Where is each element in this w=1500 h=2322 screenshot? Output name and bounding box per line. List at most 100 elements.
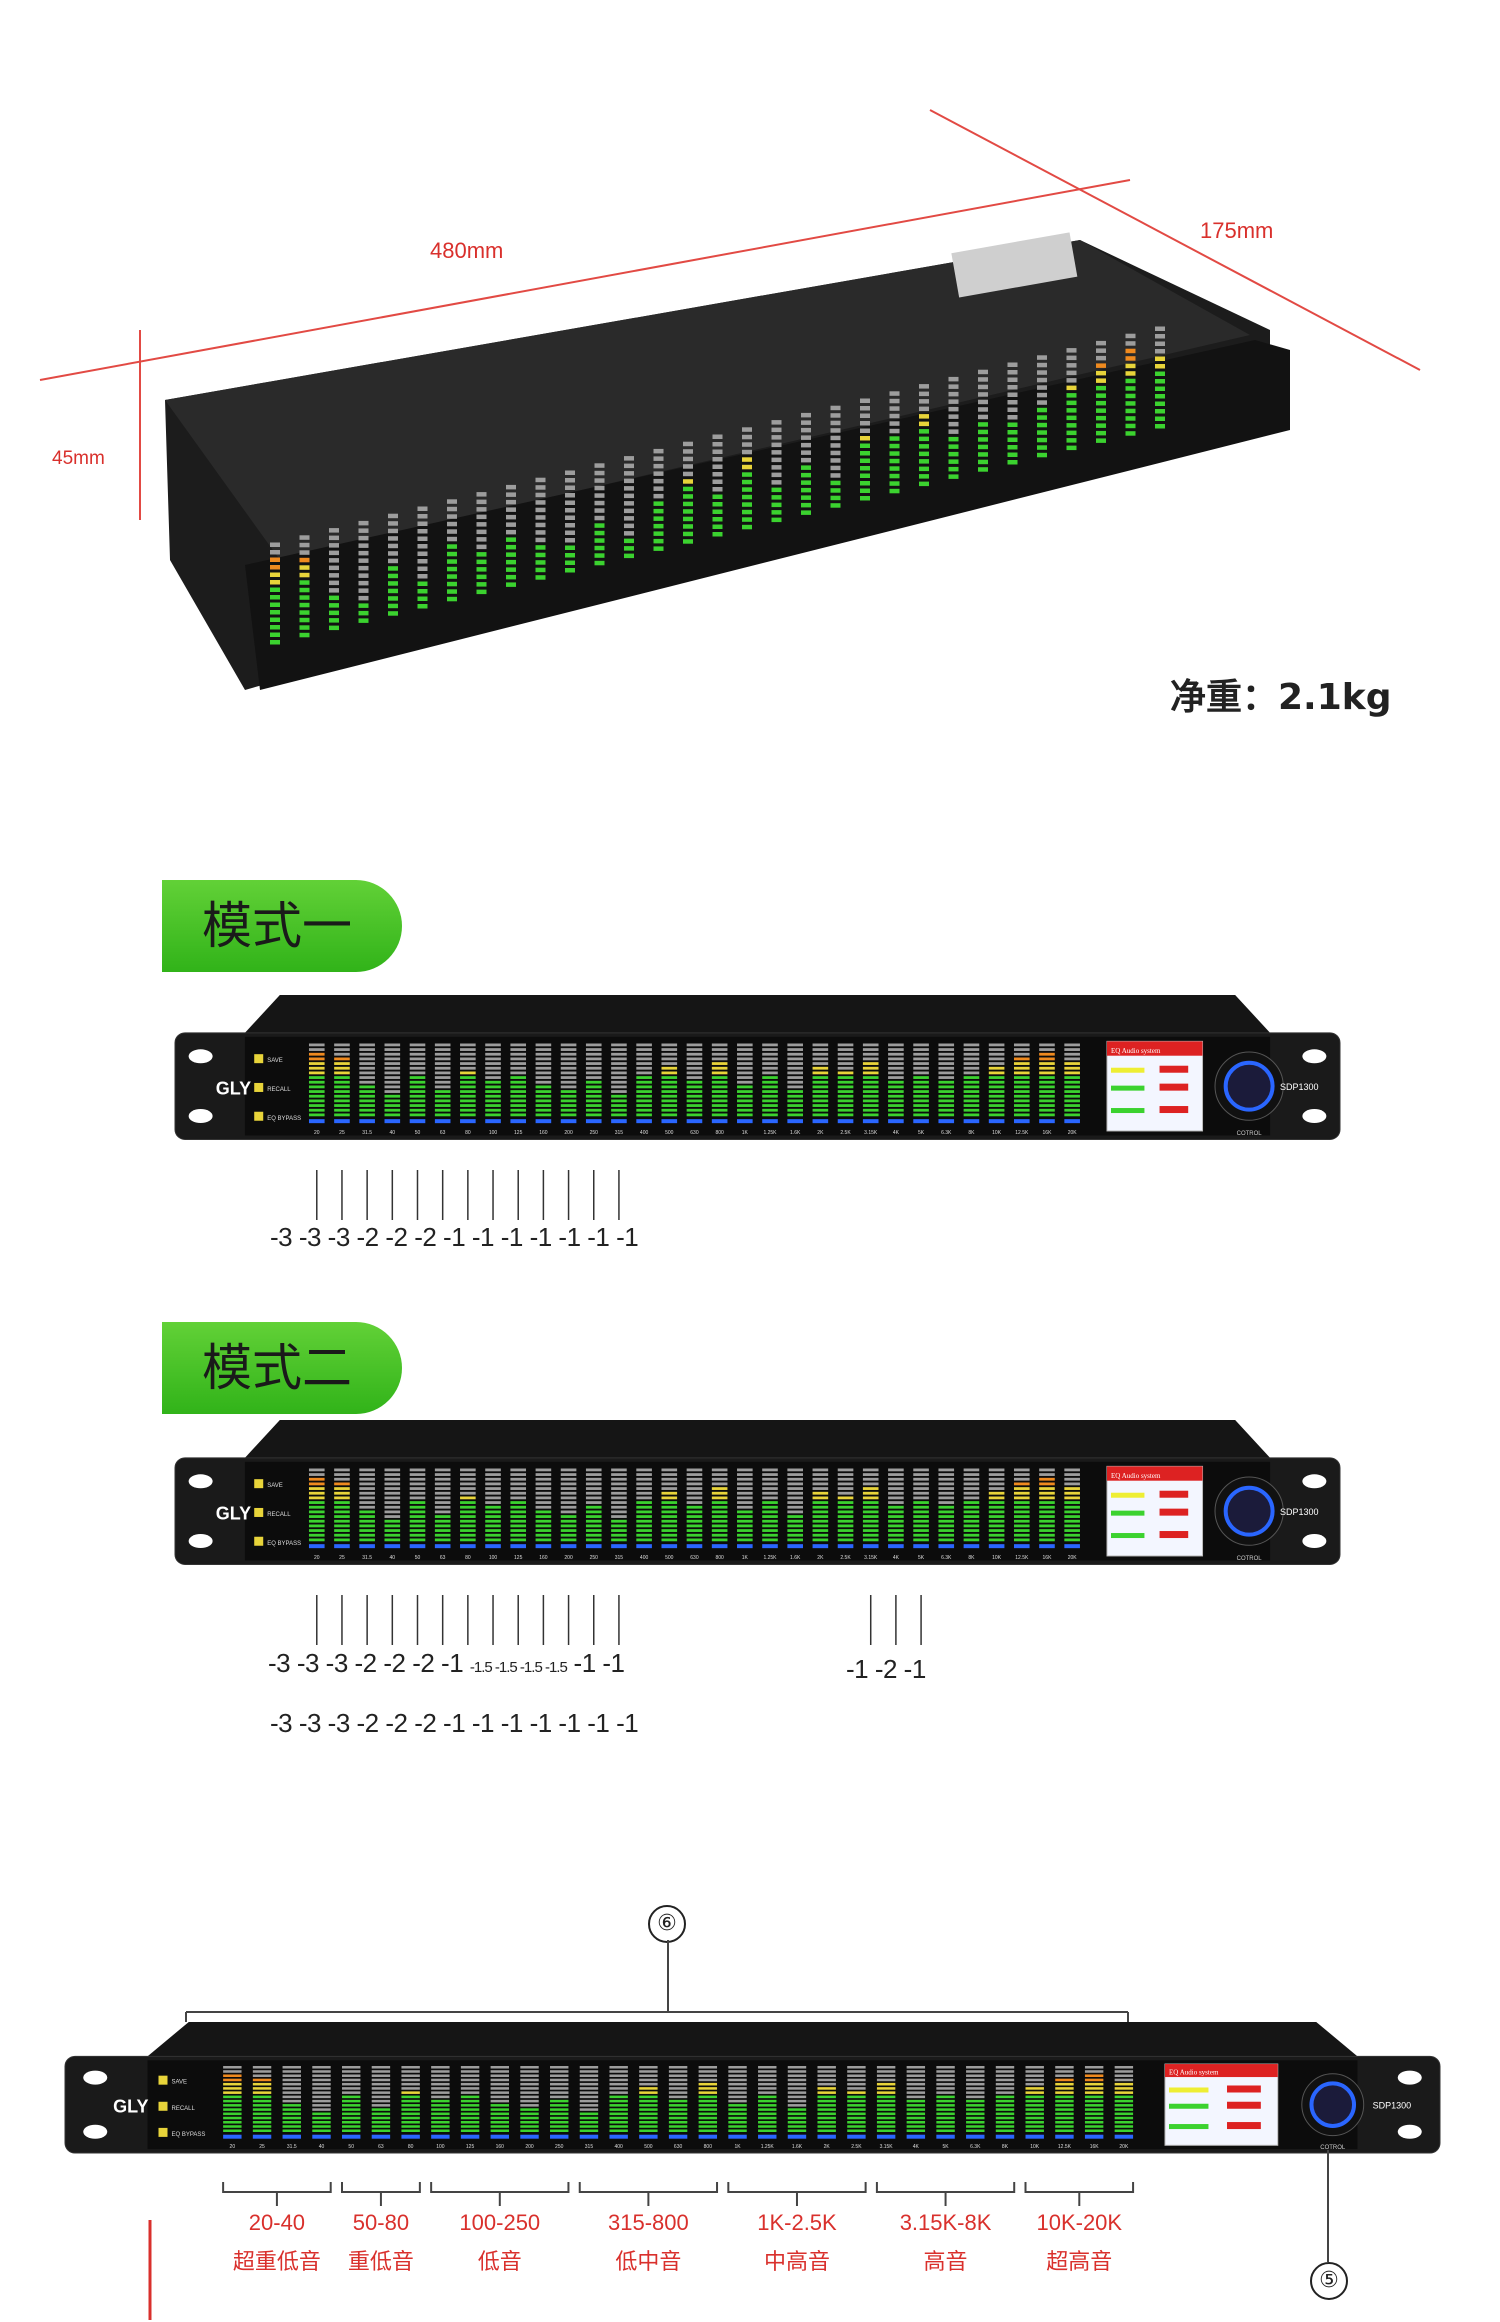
freq-label: 31.5 (362, 1555, 372, 1561)
top-meter-segment (1125, 431, 1136, 436)
meter-segment (560, 1538, 577, 1542)
meter-segment (334, 1104, 350, 1107)
meter-segment (1064, 1108, 1080, 1112)
meter-segment (936, 2091, 955, 2094)
control-knob[interactable] (1223, 1060, 1275, 1112)
top-meter-segment (329, 550, 339, 556)
meter-segment (888, 1538, 904, 1542)
meter-base (510, 1544, 527, 1549)
meter-segment (686, 1473, 703, 1476)
button-led[interactable] (254, 1479, 264, 1489)
meter-segment (371, 2070, 391, 2073)
meter-segment (995, 2091, 1015, 2094)
meter-segment (1013, 1094, 1030, 1098)
meter-segment (585, 1477, 602, 1481)
meter-segment (609, 2074, 628, 2077)
button-led[interactable] (158, 2101, 168, 2111)
meter-segment (308, 1473, 325, 1476)
meter-segment (510, 1519, 527, 1523)
meter-segment (312, 2091, 331, 2094)
meter-base (609, 2134, 628, 2139)
meter-segment (1114, 2074, 1134, 2077)
button-led[interactable] (158, 2127, 168, 2137)
top-meter-segment (1096, 423, 1106, 428)
meter-segment (460, 1113, 476, 1117)
top-meter-segment (594, 538, 605, 543)
meter-base (862, 1119, 879, 1124)
meter-segment (1064, 1477, 1080, 1481)
freq-label: 160 (496, 2144, 505, 2150)
meter-segment (1025, 2070, 1044, 2073)
meter-segment (862, 1533, 879, 1537)
top-meter-segment (506, 484, 516, 490)
top-meter-segment (624, 471, 634, 476)
button-led[interactable] (254, 1111, 264, 1121)
top-meter-segment (1096, 385, 1106, 391)
button-led[interactable] (254, 1054, 264, 1064)
top-meter-segment (653, 478, 664, 484)
meter-segment (359, 1108, 375, 1112)
control-knob[interactable] (1223, 1485, 1275, 1537)
meter-segment (1039, 1066, 1055, 1070)
meter-segment (636, 1473, 652, 1476)
top-meter-segment (919, 459, 929, 464)
meter-segment (862, 1496, 879, 1500)
meter-segment (876, 2087, 896, 2090)
meter-segment (639, 2125, 658, 2128)
meter-segment (686, 1094, 703, 1098)
meter-segment (560, 1482, 577, 1486)
top-meter-segment (1037, 430, 1047, 435)
meter-segment (585, 1113, 602, 1117)
freq-label: 1.25K (761, 2144, 775, 2150)
meter-segment (728, 2121, 747, 2124)
meter-segment (762, 1052, 778, 1056)
freq-label: 315 (615, 1130, 624, 1136)
meter-segment (787, 1066, 803, 1070)
meter-segment (409, 1533, 426, 1537)
meter-segment (560, 1104, 577, 1107)
top-meter-segment (447, 589, 457, 594)
top-meter-segment (329, 565, 339, 571)
meter-segment (490, 2116, 510, 2120)
meter-segment (787, 2082, 807, 2086)
meter-segment (510, 1108, 527, 1112)
button-led[interactable] (254, 1536, 264, 1546)
top-meter-segment (1066, 445, 1077, 451)
meter-segment (888, 1104, 904, 1107)
meter-segment (252, 2099, 272, 2103)
meter-segment (252, 2112, 272, 2116)
meter-segment (334, 1519, 350, 1523)
top-meter-segment (889, 436, 900, 441)
control-knob[interactable] (1309, 2081, 1357, 2128)
button-led[interactable] (254, 1082, 264, 1092)
meter-segment (308, 1113, 325, 1117)
meter-segment (1039, 1071, 1055, 1075)
freq-label: 1K (742, 1130, 749, 1136)
meter-segment (485, 1043, 501, 1047)
meter-segment (359, 1104, 375, 1107)
freq-label: 40 (390, 1130, 396, 1136)
top-meter-segment (565, 545, 575, 550)
top-meter-segment (801, 465, 811, 470)
meter-base (1064, 1119, 1080, 1124)
meter-segment (460, 2065, 480, 2069)
button-led[interactable] (158, 2075, 168, 2085)
meter-segment (728, 2125, 747, 2128)
meter-segment (938, 1066, 955, 1070)
top-meter-segment (771, 442, 782, 448)
meter-segment (936, 2065, 955, 2069)
button-led[interactable] (254, 1507, 264, 1517)
meter-segment (636, 1477, 652, 1481)
meter-segment (550, 2104, 569, 2107)
meter-segment (938, 1496, 955, 1500)
meter-segment (1064, 1085, 1080, 1089)
meter-segment (1055, 2087, 1074, 2090)
meter-segment (636, 1043, 652, 1047)
meter-segment (938, 1515, 955, 1518)
top-meter-segment (978, 452, 988, 457)
model-label: SDP1300 (1280, 1082, 1319, 1092)
height-dimension: 45mm (52, 448, 105, 469)
meter-segment (308, 1519, 325, 1523)
meter-segment (611, 1505, 627, 1509)
meter-segment (535, 1052, 552, 1056)
